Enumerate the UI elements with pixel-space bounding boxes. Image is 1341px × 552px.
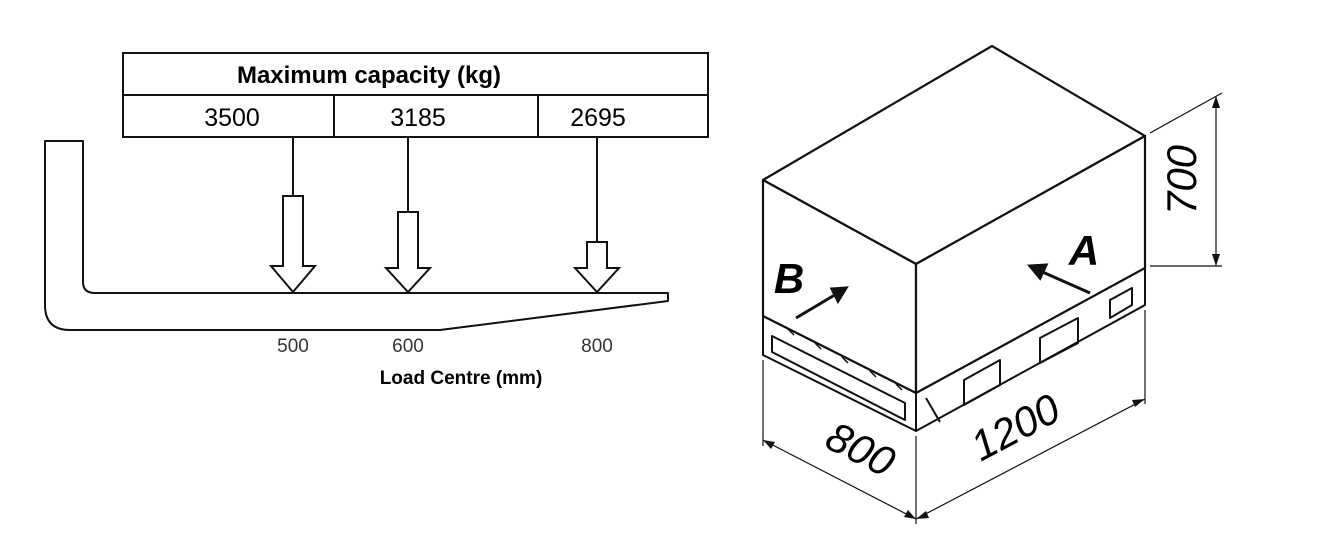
load-arrow-500 — [268, 137, 318, 294]
fork-shape — [44, 140, 669, 331]
face-b-label: B — [774, 255, 804, 302]
dimension-height: 700 — [1158, 144, 1205, 215]
pallet-base — [762, 267, 1146, 432]
load-arrow-600 — [383, 137, 433, 294]
capacity-table — [122, 52, 709, 138]
load-centre-800: 800 — [581, 336, 613, 357]
load-centre-500: 500 — [277, 336, 309, 357]
capacity-value-800: 2695 — [570, 104, 626, 132]
load-centre-600: 600 — [392, 336, 424, 357]
load-arrow-800 — [572, 137, 622, 294]
capacity-table-title: Maximum capacity (kg) — [237, 62, 501, 89]
load-centre-axis-label: Load Centre (mm) — [380, 368, 543, 389]
capacity-value-500: 3500 — [204, 104, 260, 132]
dimension-lines — [762, 92, 1223, 524]
face-b-arrow — [795, 286, 849, 320]
face-a-label: A — [1068, 227, 1099, 274]
capacity-value-600: 3185 — [390, 104, 446, 132]
cargo-box — [761, 44, 1147, 395]
face-a-arrow — [1026, 263, 1091, 295]
dimension-arrowheads — [763, 96, 1220, 519]
